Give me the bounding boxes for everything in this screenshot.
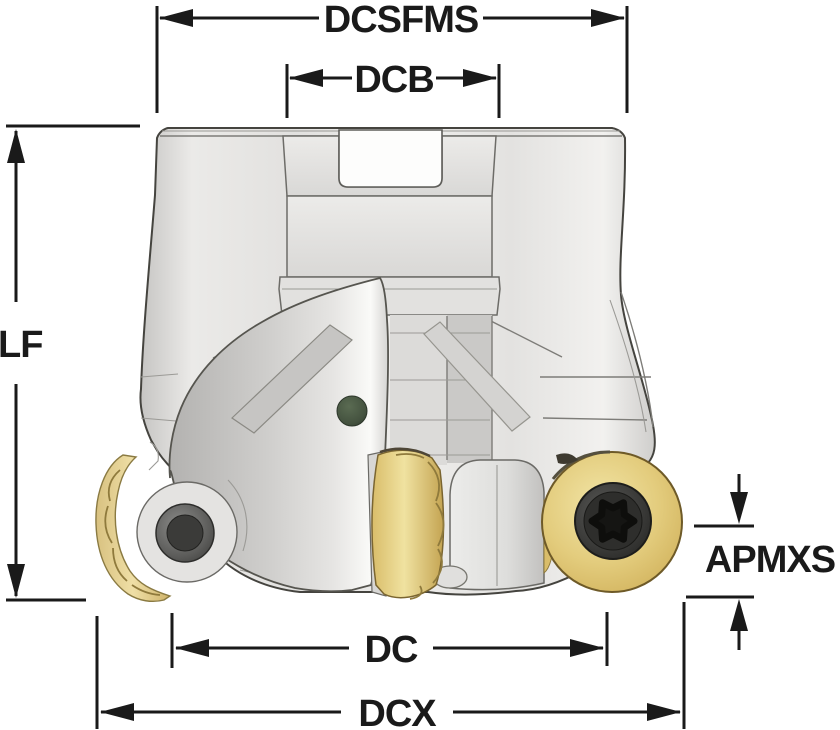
dcx-arrowhead-left [100,703,134,721]
hub-band [286,195,493,278]
coolant-hole-dot [336,395,368,427]
dcb-arrowhead-left [289,69,323,87]
dimension-dc: DC [170,612,609,671]
left-clamp-screw-socket [166,514,204,552]
dcsfms-arrowhead-right [591,9,625,27]
dc-label: DC [365,629,418,671]
lf-arrowhead-down [7,564,25,598]
torx-star [588,499,638,543]
fin-facet-band [231,324,353,434]
apmxs-arrowhead-up [730,599,748,631]
center-insert-assembly [367,447,445,600]
dcb-label: DCB [354,59,433,101]
left-insert-scallops [104,469,161,596]
dcsfms-arrowhead-left [159,9,193,27]
lf-label: LF [0,324,42,366]
dimension-lf: LF [0,124,140,602]
dimension-apmxs: APMXS [686,474,836,650]
dimension-dcb: DCB [285,59,501,118]
dimension-dcx: DCX [95,602,686,730]
center-insert [371,449,445,599]
right-facet-band [423,321,531,432]
dcx-arrowhead-right [647,703,681,721]
dc-arrowhead-right [570,639,604,657]
dimension-dcsfms: DCSFMS [155,0,629,113]
apmxs-label: APMXS [705,539,835,581]
dcb-arrowhead-right [463,69,497,87]
pocket-shadow-blob [556,453,578,464]
dcsfms-label: DCSFMS [324,0,478,41]
lf-arrowhead-up [7,129,25,163]
dc-arrowhead-left [175,639,209,657]
dcx-label: DCX [358,693,437,730]
round-insert-pocket-seam [551,450,611,480]
center-insert-scallops [395,453,445,600]
apmxs-arrowhead-down [730,492,748,524]
left-insert-assembly [95,441,248,603]
round-insert-assembly [541,450,683,593]
center-hub [212,129,563,359]
left-insert-crescent [95,454,172,603]
drive-slot [338,129,443,188]
center-insert-top-seam [379,447,431,458]
